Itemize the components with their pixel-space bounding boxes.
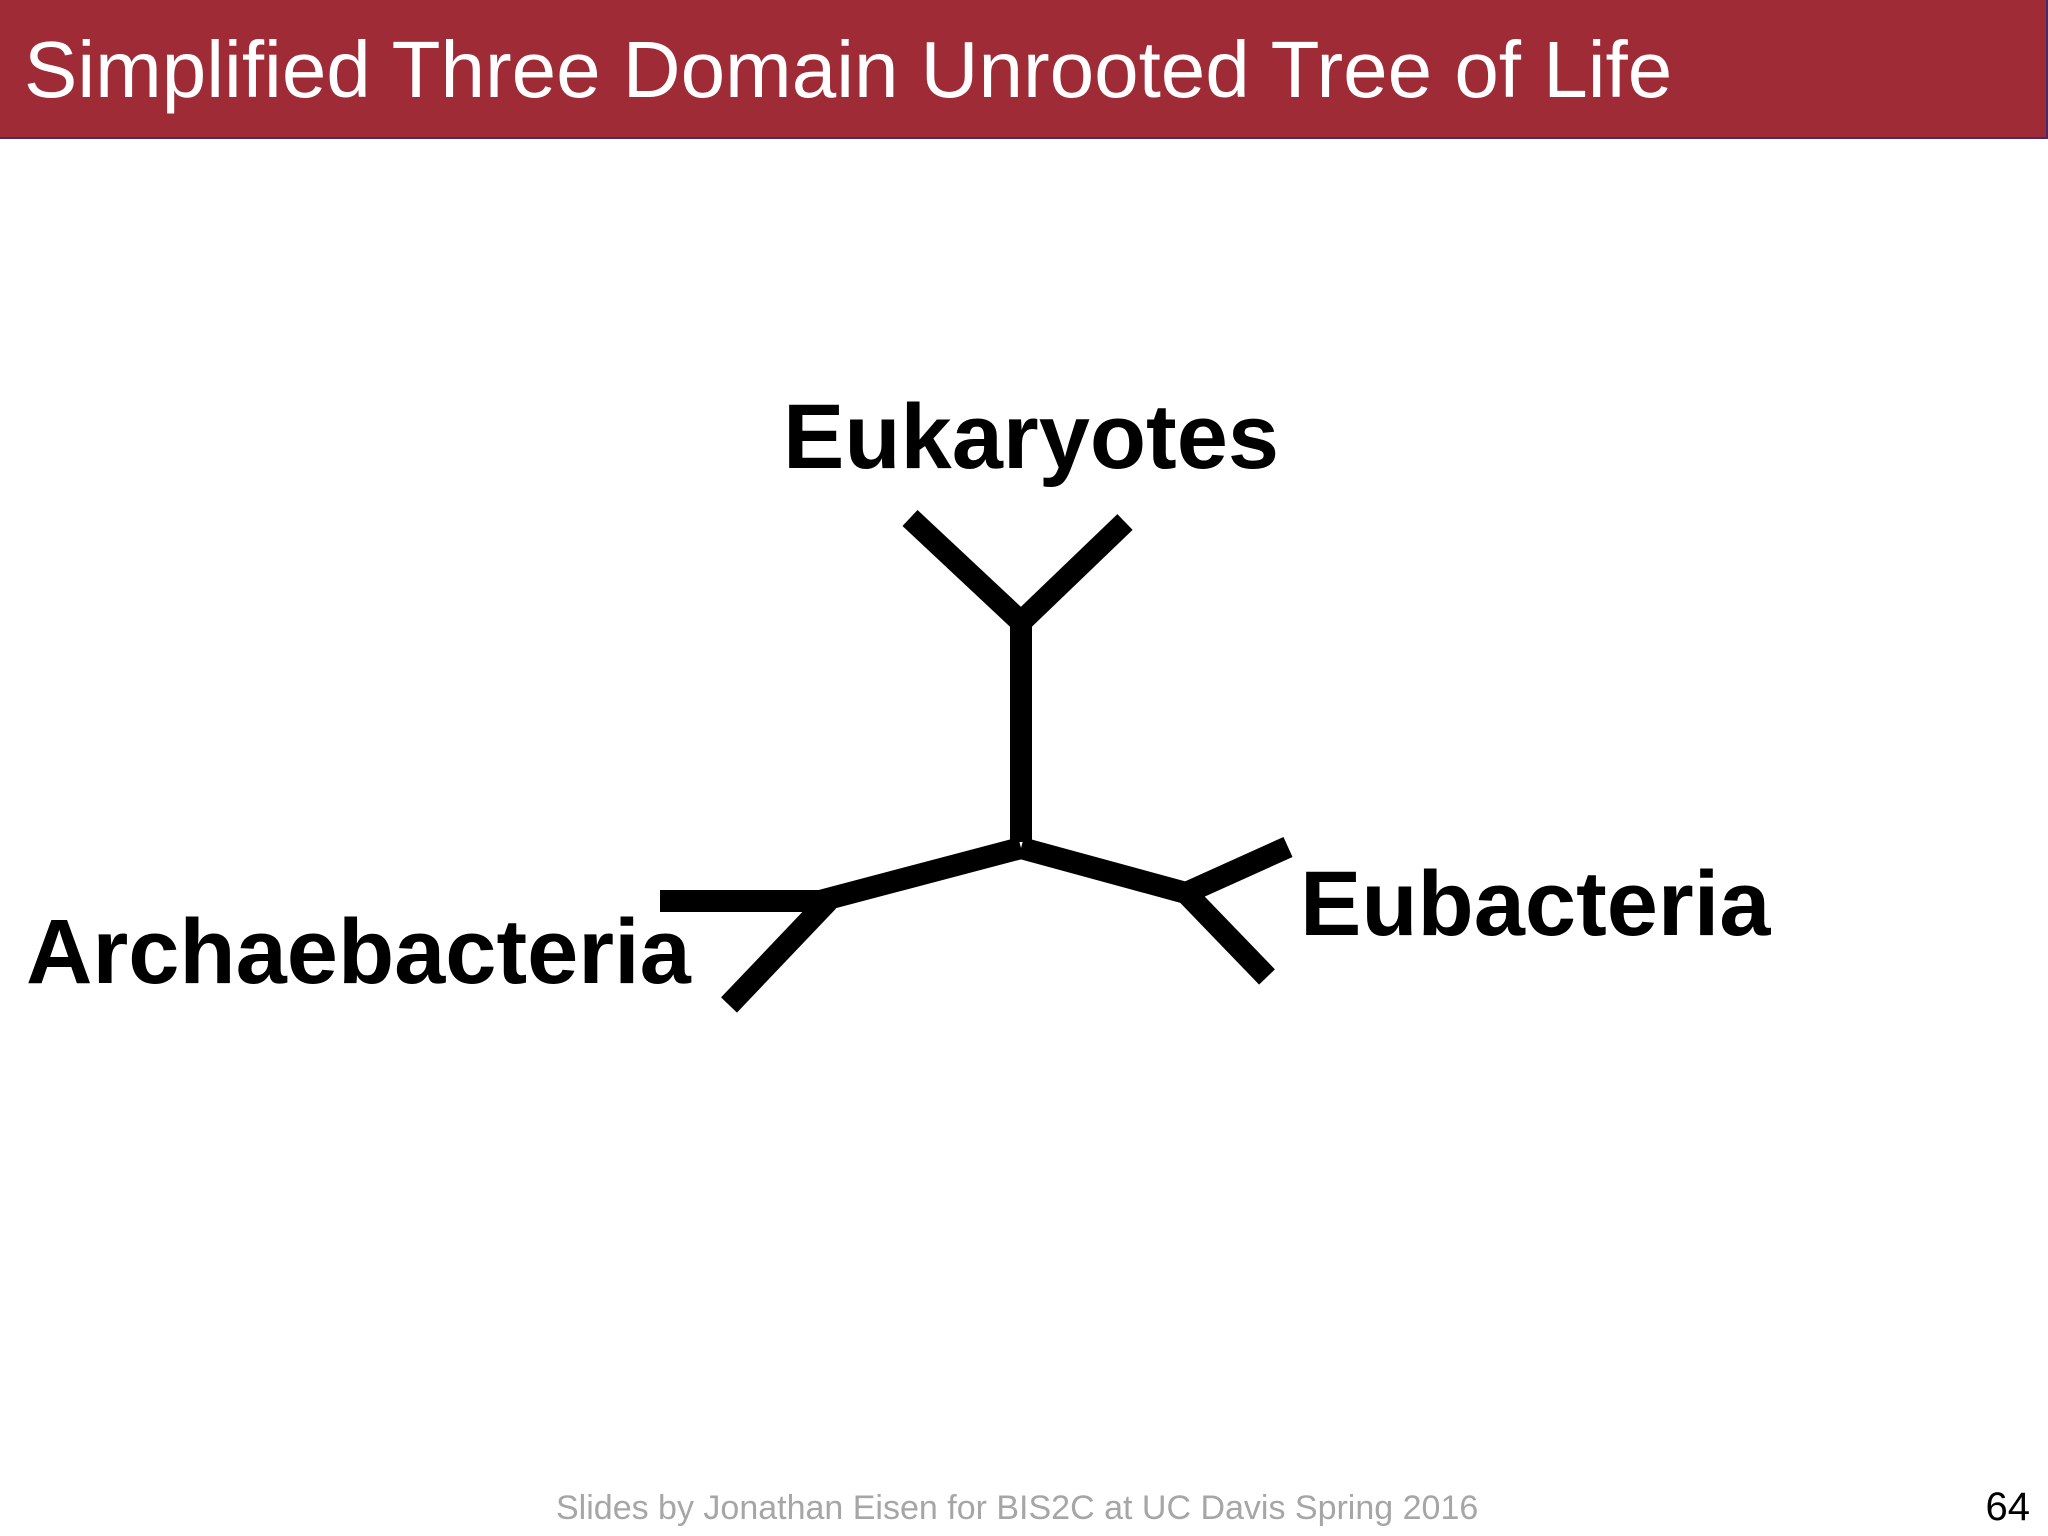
branch-eubacteria-stem: [1018, 837, 1189, 904]
branch-eubacteria-upper: [1181, 836, 1293, 904]
label-archaebacteria: Archaebacteria: [26, 901, 691, 1003]
label-eubacteria: Eubacteria: [1300, 853, 1771, 955]
branch-archaebacteria-stem: [817, 837, 1024, 912]
branch-archaebacteria-lower: [721, 893, 836, 1013]
branch-eukaryotes-right: [1013, 514, 1133, 630]
title-bar: Simplified Three Domain Unrooted Tree of…: [0, 0, 2048, 139]
page-number: 64: [1985, 1485, 2031, 1529]
label-eukaryotes: Eukaryotes: [783, 386, 1280, 488]
branch-eubacteria-lower: [1178, 885, 1275, 985]
branch-eukaryotes-left: [902, 509, 1029, 631]
slide-title: Simplified Three Domain Unrooted Tree of…: [24, 25, 1673, 114]
slide-footer: Slides by Jonathan Eisen for BIS2C at UC…: [556, 1489, 1479, 1527]
